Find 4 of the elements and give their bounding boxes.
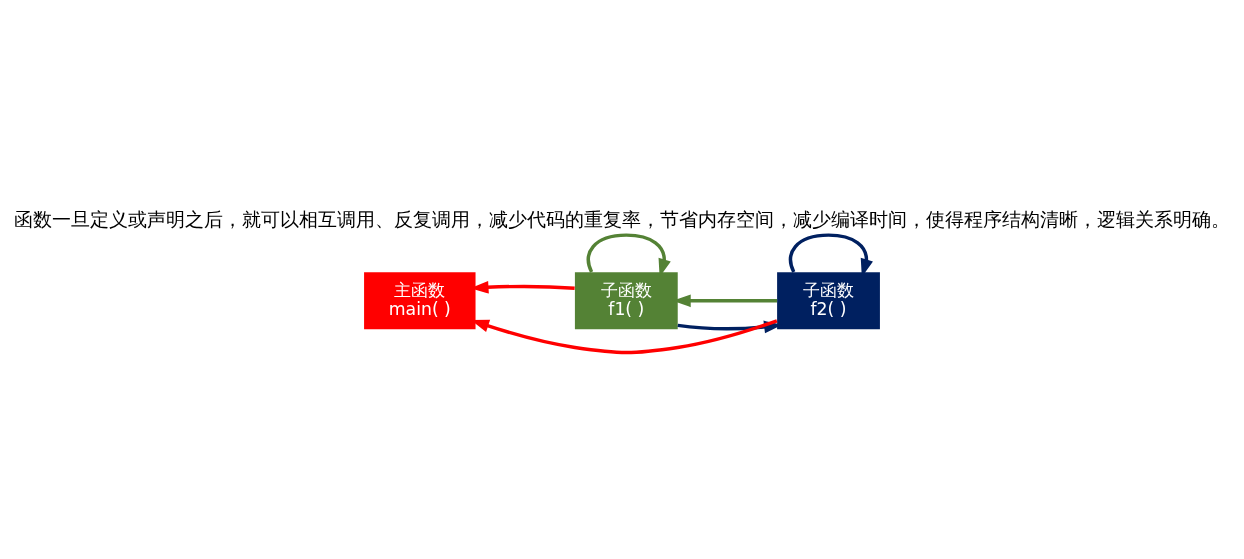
node-box: 主函数 main( ) <box>364 271 476 329</box>
node-box: 子函数 f2( ) <box>777 271 880 329</box>
diagram-title: 函数一旦定义或声明之后，就可以相互调用、反复调用，减少代码的重复率，节省内存空间，减少编译时间，使得程序结构清晰，逻辑关系明确。 <box>14 207 1230 230</box>
node-box: 子函数 f1( ) <box>574 271 678 329</box>
